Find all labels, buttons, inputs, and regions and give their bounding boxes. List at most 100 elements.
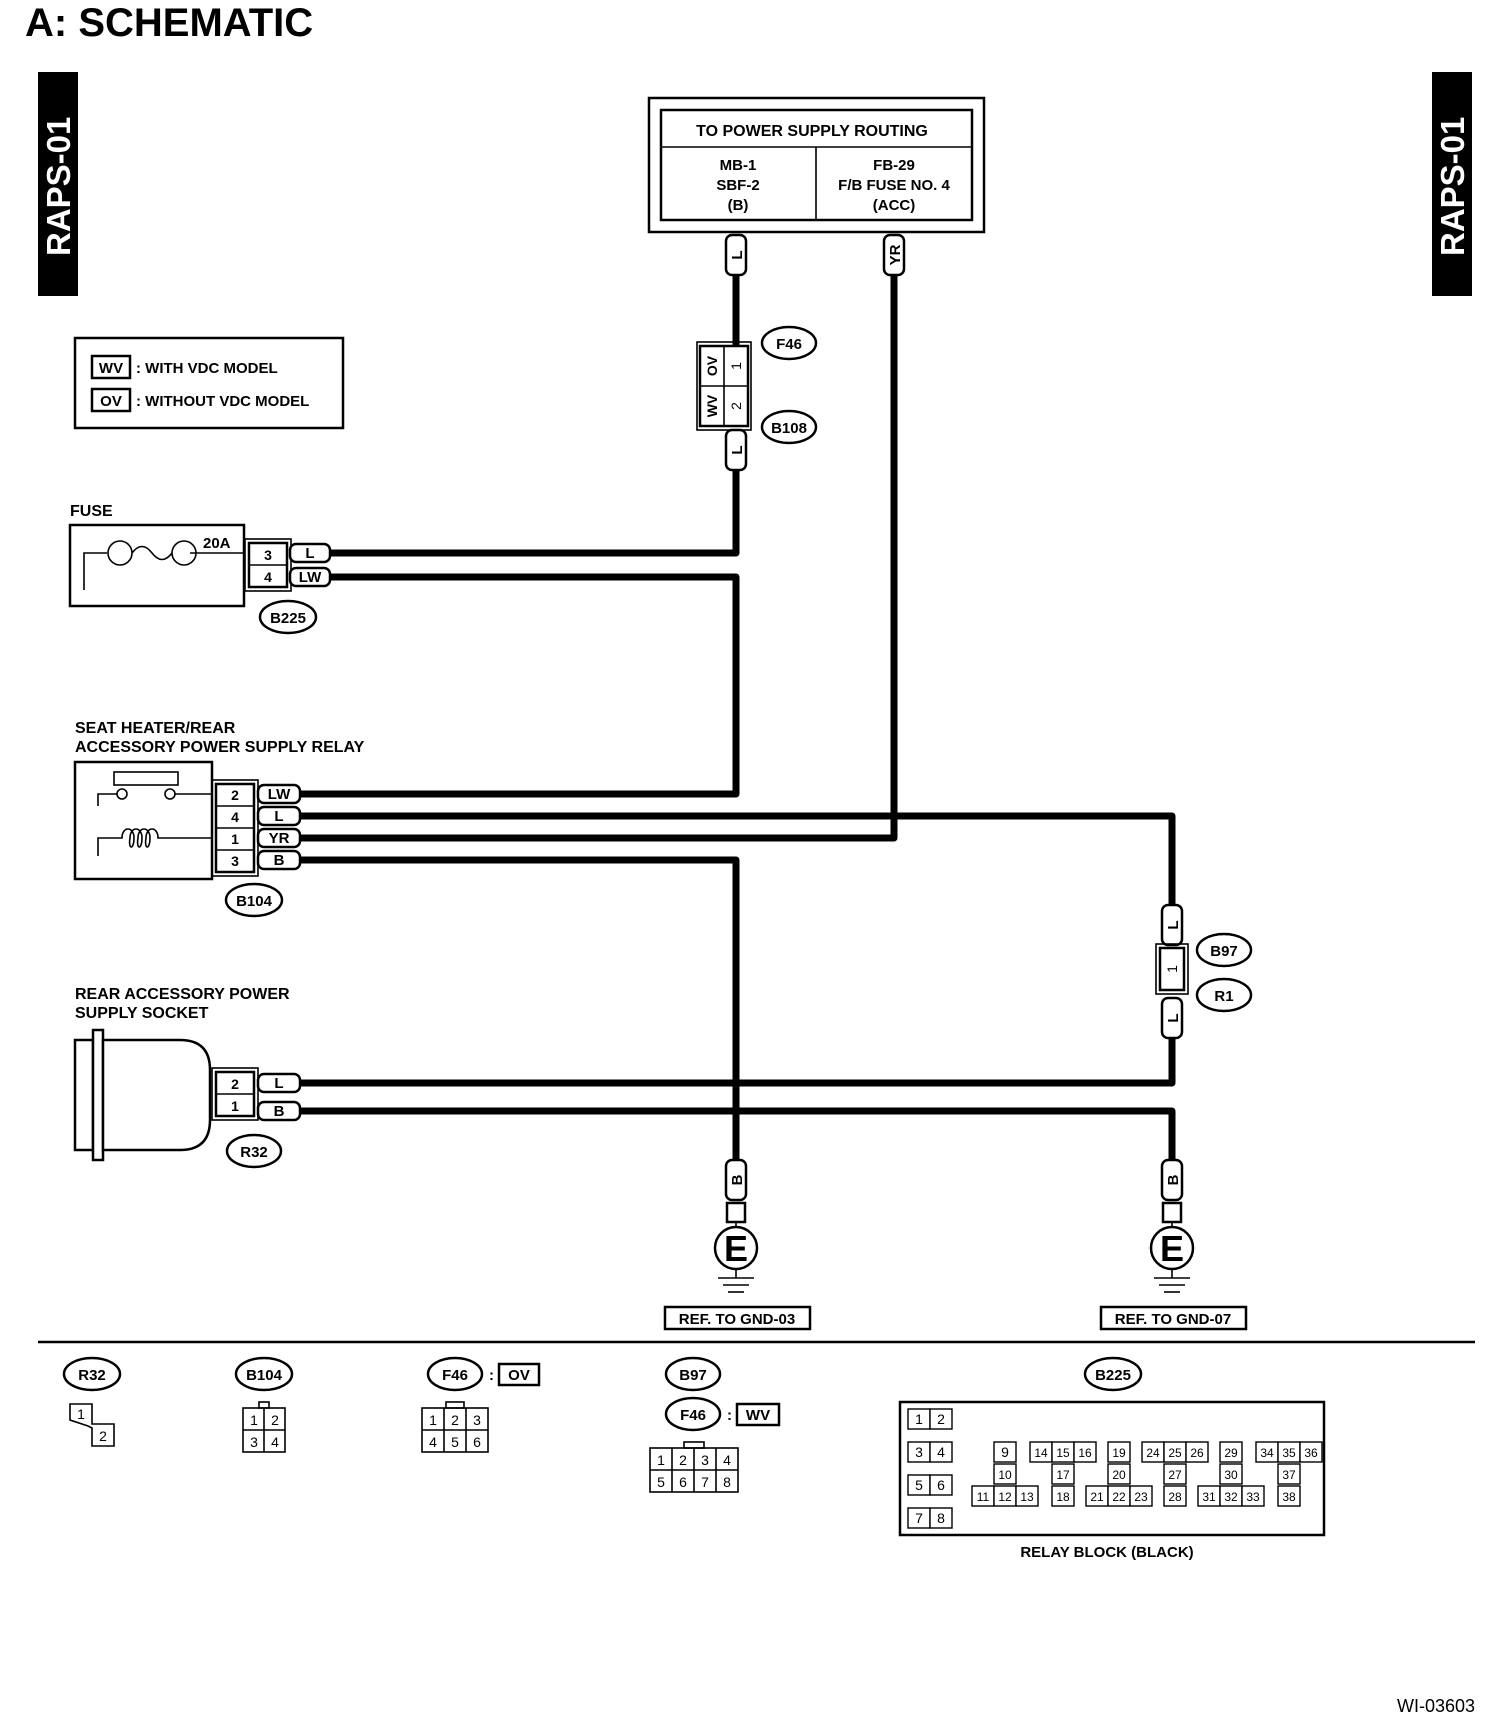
relay-block-pin-label: 29 [1224,1446,1238,1460]
relay-block-pin: 19 [1107,1441,1131,1463]
r32-wire-b: B [274,1103,285,1120]
bottom-b97-pin-4: 4 [723,1452,731,1468]
relay-block-pin-label: 7 [915,1510,923,1526]
bottom-f46ov-pin-1: 1 [429,1412,437,1428]
relay-block-pin: 26 [1185,1441,1209,1463]
fuse-element-icon [131,545,173,561]
relay-block-pin: 17 [1051,1463,1075,1485]
wires [300,273,1176,1168]
connector-label-b225: B225 [258,599,318,635]
relay-block-pin-label: 35 [1282,1446,1296,1460]
ps-left-line1: MB-1 [720,157,757,174]
relay-block-caption: RELAY BLOCK (BLACK) [1020,1544,1193,1561]
connector-label-b104-text: B104 [236,893,273,910]
relay-block-pin: 4 [929,1441,953,1463]
relay-block-pin: 11 [971,1485,995,1507]
legend-code-ov: OV [100,393,122,410]
relay-block-pin-label: 8 [937,1510,945,1526]
relay-block-pin-label: 34 [1260,1446,1274,1460]
relay-block-pin: 37 [1277,1463,1301,1485]
relay-block-pin-label: 18 [1056,1490,1070,1504]
relay-block-pin-label: 21 [1090,1490,1104,1504]
wire-tag-ps-right-text: YR [887,244,904,265]
relay-block-pin-label: 5 [915,1477,923,1493]
bottom-b97-pin-3: 3 [701,1452,709,1468]
relay-coil-icon [97,828,212,856]
connector-label-f46: F46 [760,325,818,361]
relay-block-pin: 16 [1073,1441,1097,1463]
relay-block-pin: 3 [907,1441,931,1463]
relay-contact-bar-icon [113,771,179,786]
relay-label-line2: ACCESSORY POWER SUPPLY RELAY [75,739,365,756]
wire-tag-ps-right: YR [882,233,906,277]
b104-wire-b: B [274,852,285,869]
b225-wire-l: L [305,545,314,562]
b104-pin-3: 3 [231,853,239,869]
relay-block-pin-label: 14 [1034,1446,1048,1460]
socket-label-line1: REAR ACCESSORY POWER [75,986,290,1003]
bottom-b104-pin-4: 4 [271,1434,279,1450]
relay-block-pin-label: 15 [1056,1446,1070,1460]
fuse-component: 20A [68,523,246,608]
wire-b-socket-gnd07 [300,1107,1176,1168]
connector-r32: 2 1 L B [211,1067,302,1122]
bottom-view-b104: B104 1 2 3 4 [234,1356,294,1453]
connector-label-f46-text: F46 [776,336,802,353]
relay-block-pin: 12 [993,1485,1017,1507]
connector-b97-r1: 1 [1155,943,1189,995]
relay-block-pin-label: 36 [1304,1446,1318,1460]
connector-label-r32: R32 [225,1133,283,1169]
f46-variant-ov: OV [704,355,720,376]
relay-block-pin-label: 26 [1190,1446,1204,1460]
wire-lw-fuse-relay [300,573,740,798]
wire-tag-below-b108-text: L [729,445,746,454]
wire-tag-above-b97: L [1160,903,1184,947]
f46-pin-2: 2 [728,402,744,410]
connector-b225: 3 4 L LW [244,538,332,592]
relay-block-pin: 1 [907,1408,931,1430]
connector-label-b97: B97 [1195,932,1253,968]
bottom-b104-pin-1: 1 [250,1412,258,1428]
relay-block-pin-label: 16 [1078,1446,1092,1460]
b225-pin-4: 4 [264,569,272,585]
relay-block-pin: 27 [1163,1463,1187,1485]
wire-tag-gnd2-text: B [1165,1174,1182,1185]
relay-block-pin-label: 20 [1112,1468,1126,1482]
bottom-view-b97-f46: F46 [680,1407,706,1424]
relay-block-pin-label: 4 [937,1444,945,1460]
fuse-rating: 20A [203,535,231,552]
bottom-view-r32-name: R32 [78,1367,106,1384]
wire-b-relay-gnd03 [300,856,740,1168]
relay-block-pin-label: 32 [1224,1490,1238,1504]
r32-wire-l: L [274,1075,283,1092]
bottom-view-f46-name: F46 [442,1367,468,1384]
relay-block-pin: 6 [929,1474,953,1496]
bottom-view-f46-ov: F46 : OV 1 2 3 4 5 6 [421,1356,541,1453]
relay-block-pin: 36 [1299,1441,1323,1463]
relay-block-pin: 10 [993,1463,1017,1485]
relay-block-pin-label: 9 [1001,1444,1009,1460]
connector-label-r1-text: R1 [1214,988,1233,1005]
side-tab-right-label: RAPS-01 [1434,117,1471,256]
relay-block-pin-label: 31 [1202,1490,1216,1504]
svg-text::: : [489,1367,494,1384]
connector-f46-b108: OV WV 1 2 [696,341,752,431]
relay-block-pin: 22 [1107,1485,1131,1507]
bottom-f46ov-pin-6: 6 [473,1434,481,1450]
relay-block-pin-label: 17 [1056,1468,1070,1482]
bottom-b97-pin-7: 7 [701,1474,709,1490]
bottom-view-b97-name: B97 [679,1367,707,1384]
relay-block-pin: 9 [993,1441,1017,1463]
relay-block-pin: 18 [1051,1485,1075,1507]
relay-block-pin: 8 [929,1507,953,1529]
ground-gnd03: B E REF. TO GND-03 [663,1158,812,1331]
legend-code-wv: WV [99,360,123,377]
bottom-b97-pin-8: 8 [723,1474,731,1490]
bottom-f46ov-pin-5: 5 [451,1434,459,1450]
wire-l-relay-b97 [300,812,1176,905]
r32-pin-2: 2 [231,1076,239,1092]
ground-ref-gnd03: REF. TO GND-03 [679,1311,795,1328]
svg-text::: : [727,1407,732,1424]
wire-tag-below-b108: L [724,428,748,472]
